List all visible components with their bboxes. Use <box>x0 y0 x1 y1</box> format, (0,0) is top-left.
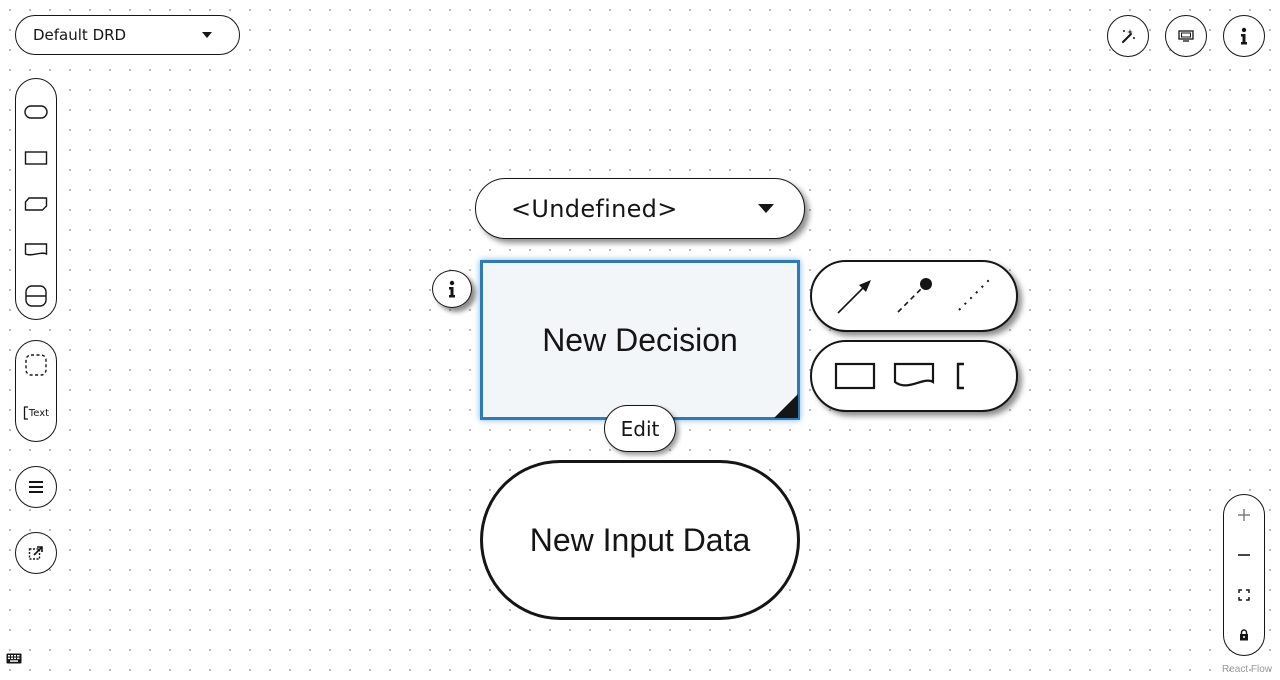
decision-node-title: New Decision <box>542 321 738 358</box>
dashed-dot-arrow-icon <box>897 278 932 313</box>
keyboard-shortcuts-button[interactable] <box>6 651 22 669</box>
minus-icon <box>1238 554 1250 556</box>
monitor-icon <box>1178 30 1194 42</box>
edge-actions-bar <box>810 260 1018 332</box>
input-data-node[interactable]: New Input Data <box>480 460 800 620</box>
dashed-rect-icon <box>25 354 47 376</box>
zoom-out-button[interactable] <box>1224 535 1264 575</box>
dotted-line-icon <box>957 279 990 311</box>
palette-group[interactable] <box>16 341 56 389</box>
info-icon <box>1241 27 1247 45</box>
chevron-down-icon <box>202 32 212 38</box>
overlays-button[interactable] <box>1165 15 1207 57</box>
external-link-icon <box>28 546 43 560</box>
wavy-rect-icon <box>24 243 48 256</box>
rectangle-icon <box>24 151 48 165</box>
add-knowledge-requirement[interactable] <box>889 271 939 321</box>
palette-input-data[interactable] <box>16 89 56 135</box>
input-data-node-title: New Input Data <box>529 521 751 558</box>
add-information-requirement[interactable] <box>830 271 880 321</box>
wavy-rect-icon <box>893 362 935 387</box>
autolayout-button[interactable] <box>1107 15 1149 57</box>
bracket-icon <box>956 362 964 390</box>
add-text-annotation-node[interactable] <box>948 351 998 401</box>
node-palette <box>15 78 57 320</box>
fit-view-button[interactable] <box>1224 575 1264 615</box>
zoom-controls <box>1223 494 1265 656</box>
lock-button[interactable] <box>1224 615 1264 655</box>
node-type-selector[interactable]: <Undefined> <box>475 178 805 239</box>
fit-view-icon <box>1238 589 1250 601</box>
solid-arrow-icon <box>837 280 872 314</box>
palette-text-annotation[interactable]: Text <box>16 389 56 437</box>
info-button[interactable] <box>1223 15 1265 57</box>
info-icon <box>449 280 455 298</box>
magic-wand-icon <box>1122 29 1135 43</box>
text-annotation-icon <box>23 406 28 420</box>
rounded-rect-icon <box>24 105 48 119</box>
palette-bkm[interactable] <box>16 181 56 227</box>
annotation-palette: Text <box>15 340 57 442</box>
drd-selector-label: Default DRD <box>33 26 127 44</box>
add-knowledge-source-node[interactable] <box>889 351 939 401</box>
plus-icon <box>1238 509 1250 521</box>
keyboard-icon <box>6 653 22 664</box>
palette-knowledge-source[interactable] <box>16 227 56 273</box>
node-actions-bar <box>810 340 1018 412</box>
add-association[interactable] <box>948 271 998 321</box>
decision-node[interactable]: New Decision <box>480 260 800 420</box>
divided-rounded-rect-icon <box>25 285 47 307</box>
react-flow-attribution[interactable]: React Flow <box>1222 664 1273 675</box>
chevron-down-icon <box>758 204 774 213</box>
resize-handle[interactable] <box>774 394 798 418</box>
properties-menu-button[interactable] <box>15 466 57 508</box>
add-decision-node[interactable] <box>830 351 880 401</box>
palette-decision-service[interactable] <box>16 273 56 319</box>
rectangle-icon <box>835 362 876 390</box>
lock-icon <box>1240 629 1248 641</box>
cut-corner-rect-icon <box>24 197 48 211</box>
node-type-label: <Undefined> <box>511 194 678 223</box>
zoom-in-button[interactable] <box>1224 495 1264 535</box>
edit-button[interactable]: Edit <box>604 405 676 452</box>
hamburger-icon <box>29 481 43 493</box>
palette-decision[interactable] <box>16 135 56 181</box>
external-models-button[interactable] <box>15 532 57 574</box>
drd-selector[interactable]: Default DRD <box>15 15 240 55</box>
node-info-button[interactable] <box>432 270 472 308</box>
text-annotation-label: Text <box>28 407 50 419</box>
